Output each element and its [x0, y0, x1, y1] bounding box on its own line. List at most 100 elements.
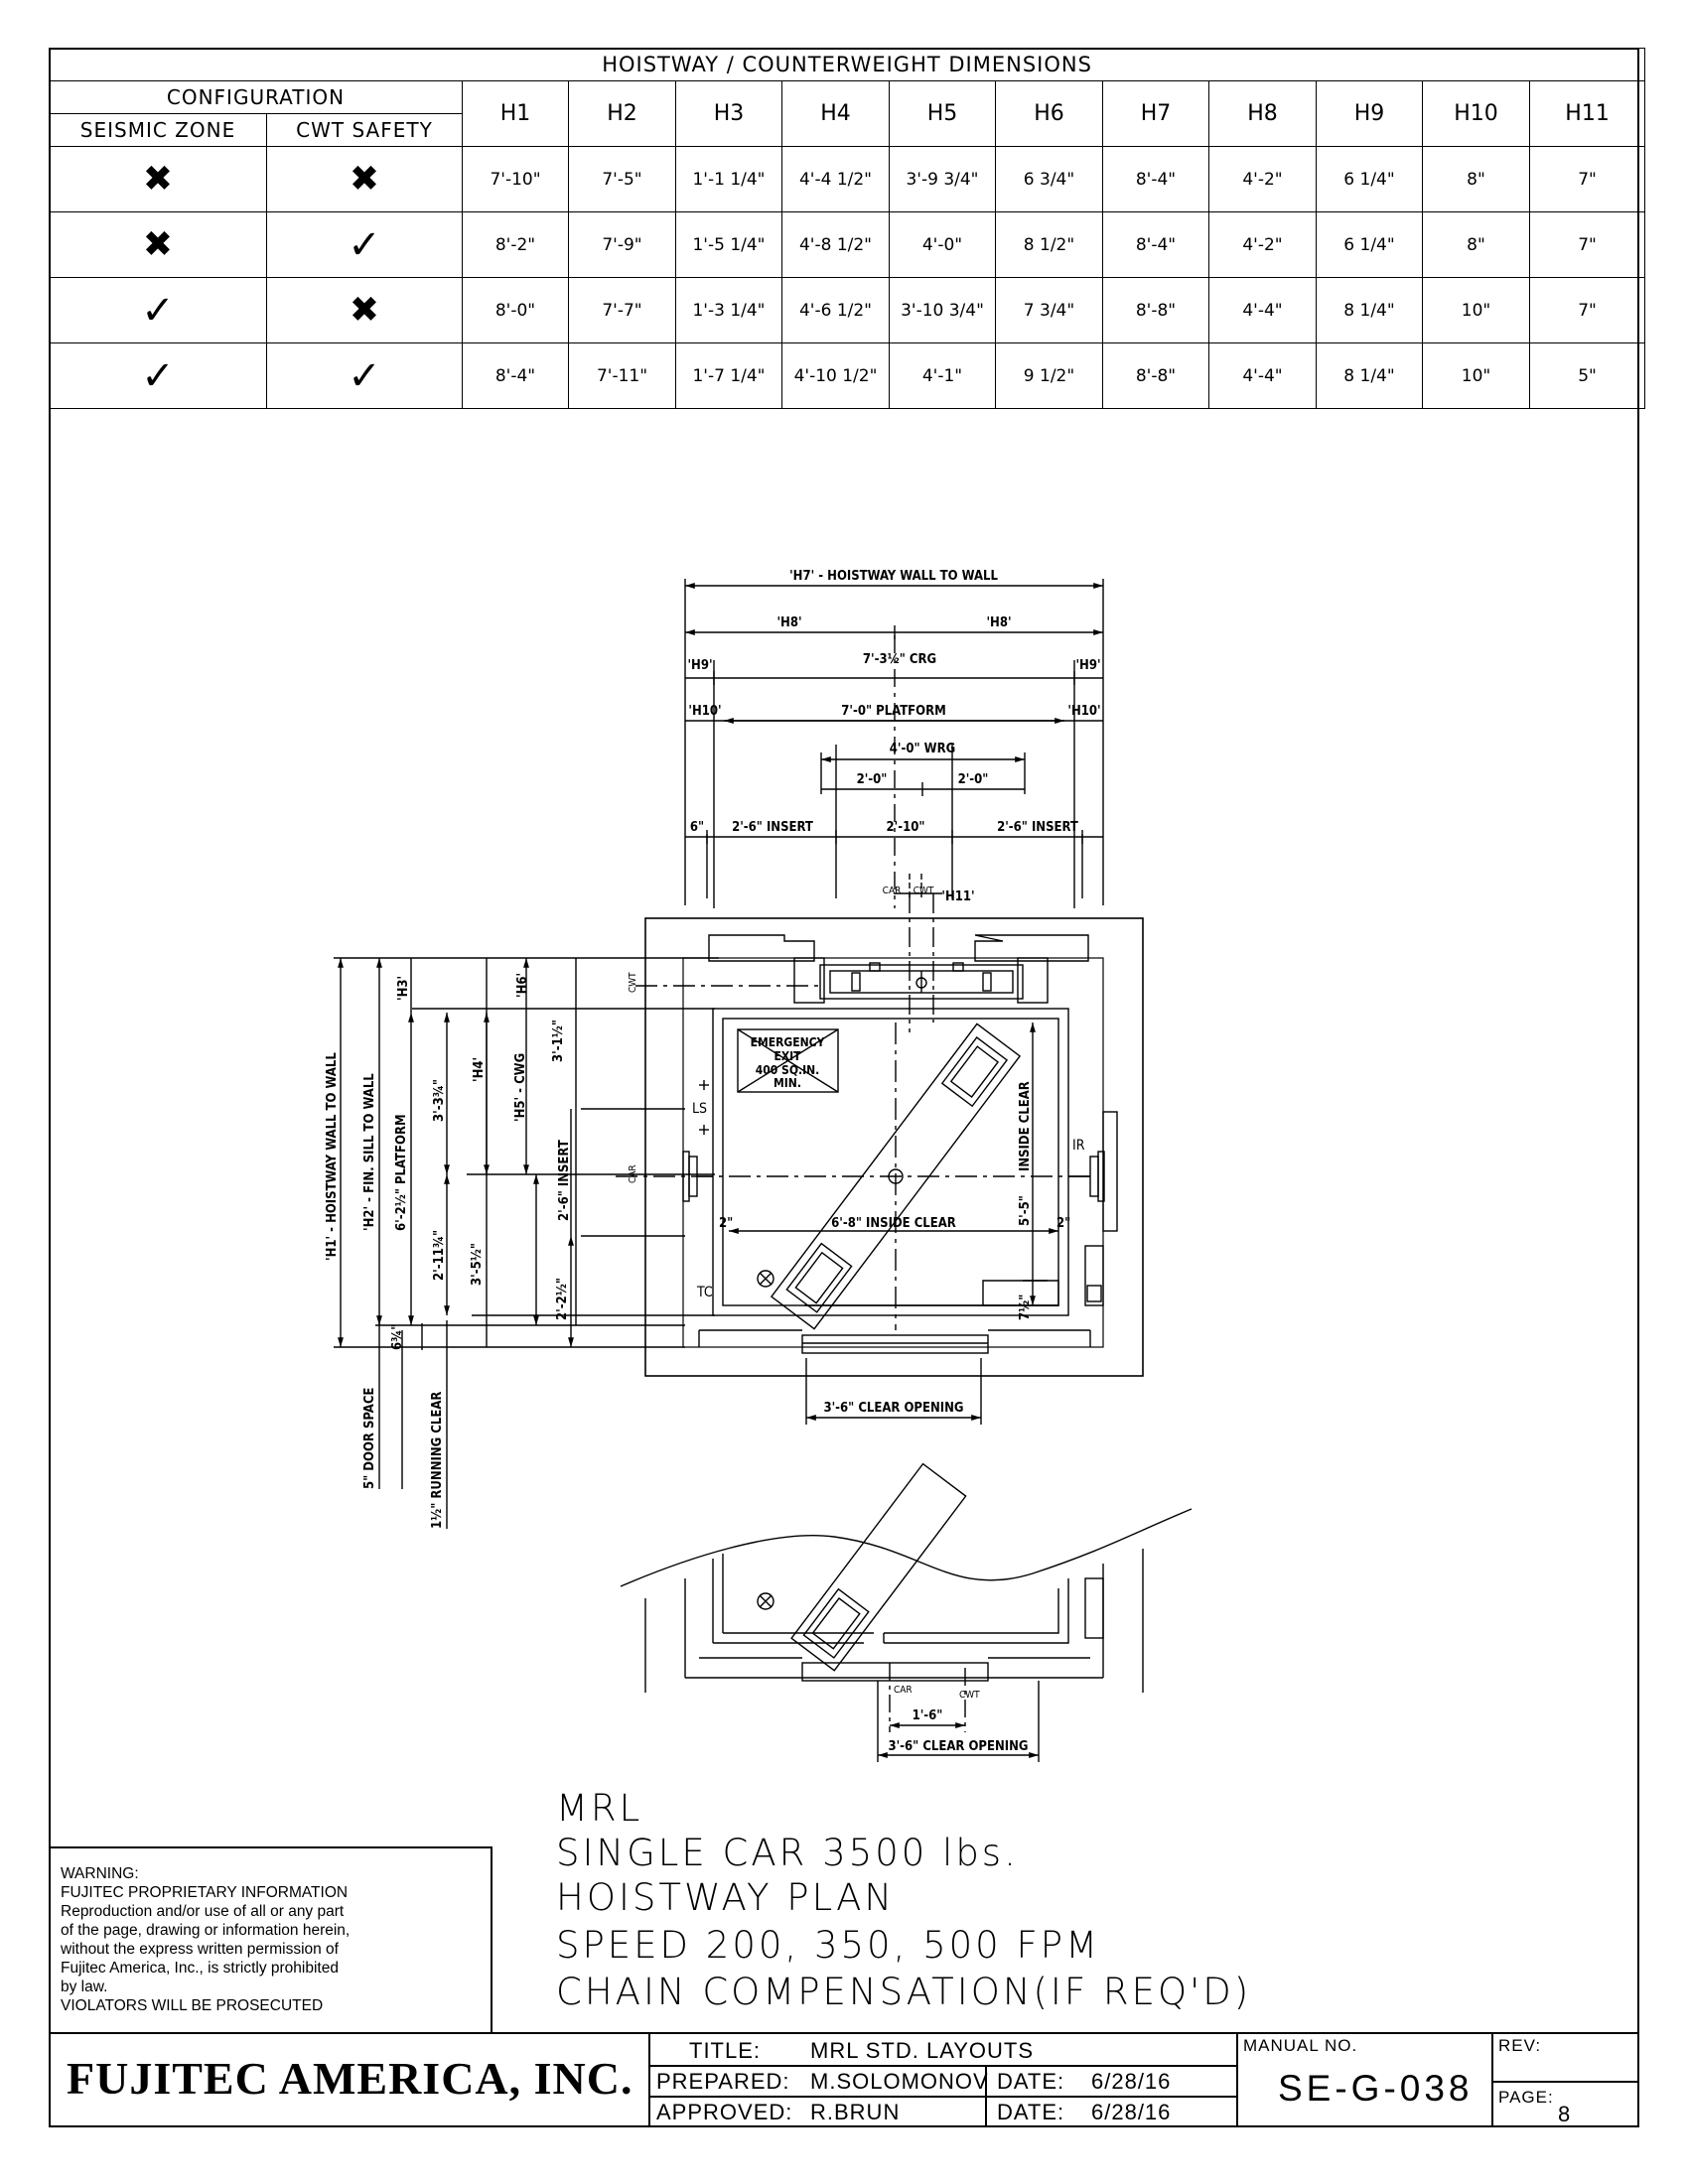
date-label-2: DATE: [997, 2100, 1065, 2124]
dimension-cell-h2: 7'-7" [568, 277, 676, 343]
h8-left-label: 'H8' [776, 615, 801, 630]
dimension-cell-h1: 8'-0" [462, 277, 569, 343]
dim-6q-label: 6¾" [390, 1324, 405, 1350]
platform-label: 7'-0" PLATFORM [841, 704, 946, 719]
dimension-cell-h1: 8'-2" [462, 211, 569, 278]
h3-label: 'H3' [396, 976, 411, 1001]
detail-car-cl: CAR [894, 1685, 913, 1696]
warning-line: Fujitec America, Inc., is strictly prohi… [61, 1960, 339, 1977]
running-clear-label: 1½" RUNNING CLEAR [430, 1392, 445, 1529]
header-h6: H6 [995, 80, 1103, 147]
h5-label: 'H5' - CWG [513, 1053, 528, 1122]
emergency-exit-hatch [737, 1028, 839, 1093]
hoistway-wall [644, 917, 1144, 1377]
emergency-line-2: EXIT [774, 1049, 801, 1063]
dimension-cell-h4: 4'-4 1/2" [781, 146, 890, 212]
date-value-1: 6/28/16 [1091, 2069, 1172, 2094]
cwt-safety-mark: ✓ [266, 211, 463, 278]
dimension-cell-h1: 8'-4" [462, 342, 569, 409]
elevator-car [699, 1008, 1069, 1330]
dim-3-3-label: 3'-3¾" [432, 1079, 447, 1122]
company-logo: FUJITEC AMERICA, INC. [67, 2053, 633, 2104]
dim-3-1-label: 3'-1½" [551, 1020, 566, 1062]
warning-line: without the express written permission o… [61, 1941, 339, 1958]
dimension-cell-h3: 1'-5 1/4" [675, 211, 782, 278]
dimension-cell-h10: 8" [1422, 146, 1530, 212]
wrg-label: 4'-0" WRG [890, 742, 955, 756]
h4-label: 'H4' [472, 1057, 487, 1082]
h10-right-label: 'H10' [1067, 704, 1100, 719]
warning-line: WARNING: [61, 1865, 139, 1882]
clear-opening-label: 3'-6" CLEAR OPENING [823, 1401, 963, 1416]
approved-label: APPROVED: [656, 2100, 793, 2124]
seismic-zone-mark: ✖ [49, 211, 267, 278]
dimension-cell-h7: 8'-4" [1102, 211, 1209, 278]
dimension-cell-h11: 7" [1528, 211, 1646, 278]
title-value: MRL STD. LAYOUTS [810, 2038, 1035, 2063]
dim-3-5-label: 3'-5½" [470, 1243, 485, 1286]
h6-label: 'H6' [515, 973, 530, 998]
header-h3: H3 [675, 80, 782, 147]
table-row: ✓✓8'-4"7'-11"1'-7 1/4"4'-10 1/2"4'-1"9 1… [49, 342, 1646, 409]
warning-line: VIOLATORS WILL BE PROSECUTED [61, 1997, 324, 2014]
top-dimensions [684, 579, 1104, 908]
door-space-label: 5" DOOR SPACE [362, 1388, 377, 1489]
dimension-cell-h11: 7" [1528, 277, 1646, 343]
h10-left-label: 'H10' [688, 704, 721, 719]
dimension-cell-h6: 9 1/2" [995, 342, 1103, 409]
h9-right-label: 'H9' [1075, 658, 1100, 673]
table-body: ✖✖7'-10"7'-5"1'-1 1/4"4'-4 1/2"3'-9 3/4"… [49, 146, 1646, 409]
date-label-1: DATE: [997, 2069, 1065, 2094]
dimension-cell-h4: 4'-8 1/2" [781, 211, 890, 278]
dimension-cell-h4: 4'-6 1/2" [781, 277, 890, 343]
title-hoistway-plan: HOISTWAY PLAN [556, 1876, 896, 1919]
dimension-cell-h9: 8 1/4" [1316, 342, 1423, 409]
platform-vertical-label: 6'-2½" PLATFORM [394, 1114, 409, 1231]
title-speed: SPEED 200, 350, 500 FPM [556, 1924, 1100, 1967]
warning-box: WARNING: FUJITEC PROPRIETARY INFORMATION… [49, 1846, 492, 2032]
two-ft-left: 2'-0" [857, 772, 888, 787]
dimension-cell-h11: 5" [1528, 342, 1646, 409]
dimension-cell-h11: 7" [1528, 146, 1646, 212]
cwt-centerline-label: CWT [914, 886, 934, 896]
car-entrance [698, 1329, 1091, 1354]
title-label: TITLE: [689, 2038, 762, 2063]
dimension-cell-h8: 4'-4" [1208, 277, 1317, 343]
dimension-cell-h8: 4'-2" [1208, 211, 1317, 278]
crg-label: 7'-3½" CRG [863, 652, 936, 667]
header-h11: H11 [1528, 80, 1646, 147]
h11-label: 'H11' [941, 889, 974, 904]
detail-1-6-label: 1'-6" [913, 1708, 943, 1723]
dimension-cell-h9: 6 1/4" [1316, 211, 1423, 278]
date-value-2: 6/28/16 [1091, 2100, 1172, 2124]
title-chain-compensation: CHAIN COMPENSATION(IF REQ'D) [556, 1971, 1252, 2013]
header-h10: H10 [1422, 80, 1530, 147]
prepared-value: M.SOLOMONOV [810, 2069, 989, 2094]
detail-view [620, 1462, 1193, 1762]
dimension-cell-h2: 7'-11" [568, 342, 676, 409]
two-in-right: 2" [1056, 1216, 1070, 1231]
cwt-safety-header: CWT SAFETY [266, 113, 463, 147]
dim-2-11-label: 2'-11¾" [432, 1230, 447, 1281]
dimension-cell-h7: 8'-4" [1102, 146, 1209, 212]
manual-label: MANUAL NO. [1243, 2036, 1358, 2055]
dimension-cell-h8: 4'-2" [1208, 146, 1317, 212]
dim-7-half-label: 7½" [1018, 1295, 1033, 1320]
dim-2-2-label: 2'-2½" [555, 1278, 570, 1320]
h7-label: 'H7' - HOISTWAY WALL TO WALL [789, 569, 998, 584]
inside-clear-horizontal: 6'-8" INSIDE CLEAR [831, 1216, 956, 1231]
seismic-zone-mark: ✓ [49, 342, 267, 409]
dimension-cell-h3: 1'-7 1/4" [675, 342, 782, 409]
insert-right-label: 2'-6" INSERT [997, 820, 1078, 835]
h1-label: 'H1' - HOISTWAY WALL TO WALL [325, 1052, 340, 1261]
inside-clear-vertical: INSIDE CLEAR [1018, 1081, 1033, 1171]
prepared-label: PREPARED: [656, 2069, 790, 2094]
two-in-left: 2" [719, 1216, 733, 1231]
car-cl-vertical: CAR [628, 1164, 638, 1183]
six-in-label: 6" [690, 820, 704, 835]
dimension-cell-h9: 6 1/4" [1316, 146, 1423, 212]
h2-label: 'H2' - FIN. SILL TO WALL [362, 1073, 377, 1231]
header-h9: H9 [1316, 80, 1423, 147]
configuration-header: CONFIGURATION [49, 80, 463, 114]
page-number: 8 [1558, 2102, 1572, 2126]
